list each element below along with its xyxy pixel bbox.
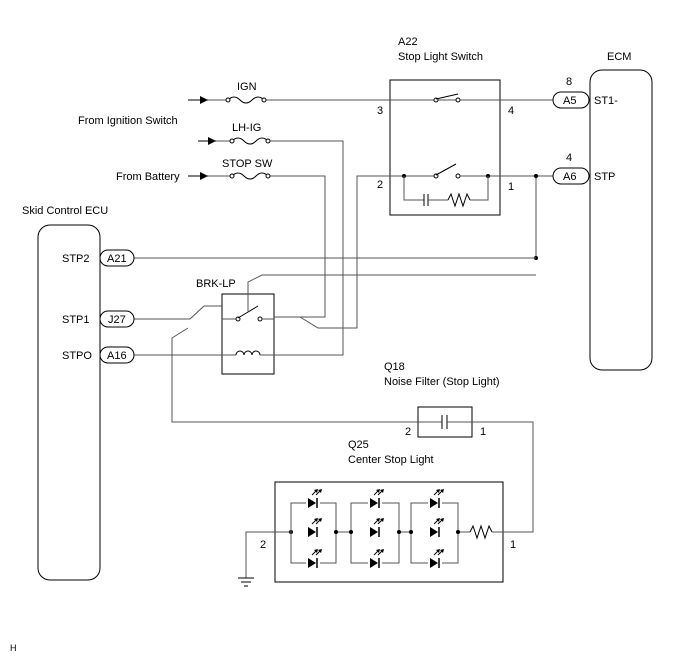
filter-to-light-wire	[472, 421, 534, 533]
ecm-connector-a5-label: A5	[563, 95, 576, 107]
ecm-pin-4: 4	[566, 152, 572, 164]
stop-sw-label: STOP SW	[222, 158, 273, 170]
ecu-connector-j27	[99, 310, 135, 328]
ecm-pin-8: 8	[566, 76, 572, 88]
stp1-wire	[132, 305, 205, 320]
switch-pin-3: 3	[377, 105, 383, 117]
switch-terminal-2-wire	[299, 175, 390, 329]
ground-wire	[245, 531, 275, 578]
q18-code-label: Q18	[384, 361, 405, 373]
ign-input-arrow-icon	[188, 96, 208, 104]
relay-top-wire	[247, 274, 536, 294]
stop-sw-wire	[195, 175, 326, 318]
lh-ig-wire	[205, 140, 344, 356]
led-icon	[428, 518, 444, 537]
lh-ig-input-arrow-icon	[198, 137, 216, 145]
stop-light-switch-contacts-icon	[390, 93, 500, 208]
junction-dot	[534, 174, 538, 178]
ecm-connector-a5	[552, 91, 590, 109]
from-battery-label: From Battery	[116, 171, 180, 183]
skid-ecu-label: Skid Control ECU	[22, 205, 108, 217]
led-icon	[368, 489, 384, 508]
led-icon	[428, 489, 444, 508]
brk-lp-label: BRK-LP	[196, 278, 236, 290]
led-icon	[368, 518, 384, 537]
ign-fuse-icon	[225, 96, 267, 104]
brk-lp-relay-contacts-icon	[222, 294, 300, 322]
led-icon	[428, 549, 444, 568]
lh-ig-fuse-icon	[229, 137, 271, 145]
q18-pin-1: 1	[480, 426, 486, 438]
ecu-connector-label: A21	[107, 253, 127, 265]
ecm-stp-label: STP	[594, 171, 615, 183]
ecm-connector-a6-label: A6	[563, 171, 576, 183]
q18-pin-2: 2	[405, 426, 411, 438]
skid-control-ecu-box	[37, 224, 101, 581]
ecm-st1-label: ST1-	[594, 95, 618, 107]
a22-code-label: A22	[398, 36, 418, 48]
ecm-box	[589, 69, 653, 371]
brk-lp-to-filter-wire	[171, 327, 418, 423]
ecu-pin-name: STP2	[62, 253, 90, 265]
q25-pin-2: 2	[260, 539, 266, 551]
a22-name-label: Stop Light Switch	[398, 51, 483, 63]
q25-code-label: Q25	[348, 439, 369, 451]
led-icon	[306, 489, 322, 508]
footer-label: H	[10, 643, 17, 653]
q25-pin-1: 1	[510, 539, 516, 551]
ign-label: IGN	[237, 81, 257, 93]
ecu-connector-a16	[99, 346, 135, 364]
led-icon	[306, 549, 322, 568]
stop-sw-input-arrow-icon	[188, 172, 208, 180]
ecu-connector-label: A16	[107, 350, 127, 362]
brk-lp-relay-coil-icon	[222, 350, 274, 356]
ecu-pin-name: STPO	[62, 350, 92, 362]
ecm-label: ECM	[607, 51, 631, 63]
led-icon	[368, 549, 384, 568]
switch-pin-4: 4	[508, 105, 514, 117]
ecu-connector-label: J27	[108, 314, 126, 326]
lh-ig-label: LH-IG	[232, 122, 261, 134]
from-ignition-label: From Ignition Switch	[78, 115, 178, 127]
switch-pin-2: 2	[377, 179, 383, 191]
stop-light-switch-box	[389, 79, 501, 216]
ecu-pin-name: STP1	[62, 314, 90, 326]
q25-name-label: Center Stop Light	[348, 454, 434, 466]
q18-name-label: Noise Filter (Stop Light)	[384, 376, 500, 388]
led-icon	[306, 518, 322, 537]
switch-pin-1: 1	[508, 181, 514, 193]
led-diodes	[306, 489, 444, 568]
ecm-connector-a6	[552, 167, 590, 185]
stop-sw-fuse-icon	[229, 172, 271, 180]
noise-filter-capacitor-icon	[418, 415, 472, 429]
ecu-connector-a21	[99, 249, 135, 267]
ground-icon	[238, 577, 254, 587]
